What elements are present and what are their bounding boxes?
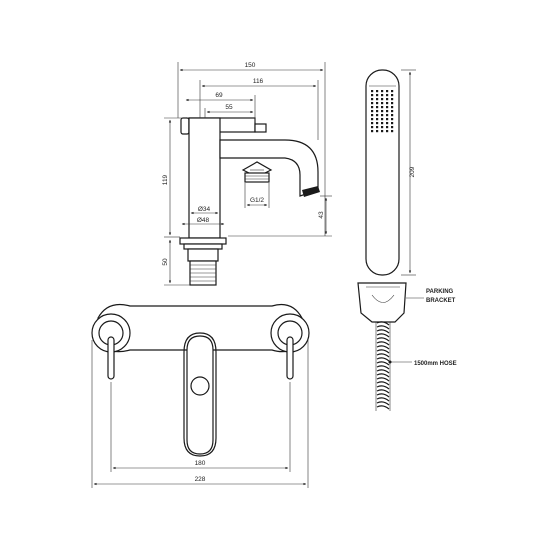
outlet-connector: [244, 172, 270, 183]
parking-bracket-label: PARKING: [426, 289, 454, 295]
tap-side-view: [179, 117, 320, 286]
shower-hose: [375, 321, 391, 411]
diverter-button: [190, 376, 210, 396]
right-lever: [286, 336, 294, 380]
handset-nozzles: [371, 90, 394, 133]
dim-spout-reach: 116: [253, 78, 264, 85]
tap-spout: [219, 139, 319, 197]
wall-mixer-front-view: [91, 303, 310, 457]
dim-handle-offset: 69: [215, 92, 223, 99]
handset-body: [365, 69, 400, 276]
dim-base-diameter: Ø48: [197, 217, 210, 224]
dim-body-diameter: Ø34: [198, 206, 211, 213]
tap-dimensions: 150 116 69 55 119 50 43 Ø34 Ø48: [162, 62, 332, 286]
tap-base-plate: [179, 237, 227, 245]
tap-lever-knob: [180, 117, 190, 135]
dim-plate-overall: 228: [195, 476, 206, 483]
hand-shower: [357, 69, 407, 411]
parking-bracket-label-2: BRACKET: [426, 298, 456, 304]
left-lever: [107, 336, 115, 380]
handset-dimensions: 209 PARKING BRACKET 1500mm HOSE: [388, 69, 457, 367]
dim-outlet-thread: G1/2: [250, 197, 264, 204]
spout-outlet: [302, 186, 320, 197]
dim-handle-inner: 55: [225, 104, 233, 111]
dim-plate-centres: 180: [195, 460, 206, 467]
dim-handset-length: 209: [409, 166, 416, 177]
front-dimensions: 180 228: [91, 340, 309, 488]
dim-overall-width: 150: [245, 62, 256, 69]
hose-label: 1500mm HOSE: [414, 361, 457, 367]
dim-thread-length: 50: [162, 258, 169, 266]
dim-spout-height: 43: [318, 211, 325, 219]
dim-body-height: 119: [162, 174, 169, 185]
